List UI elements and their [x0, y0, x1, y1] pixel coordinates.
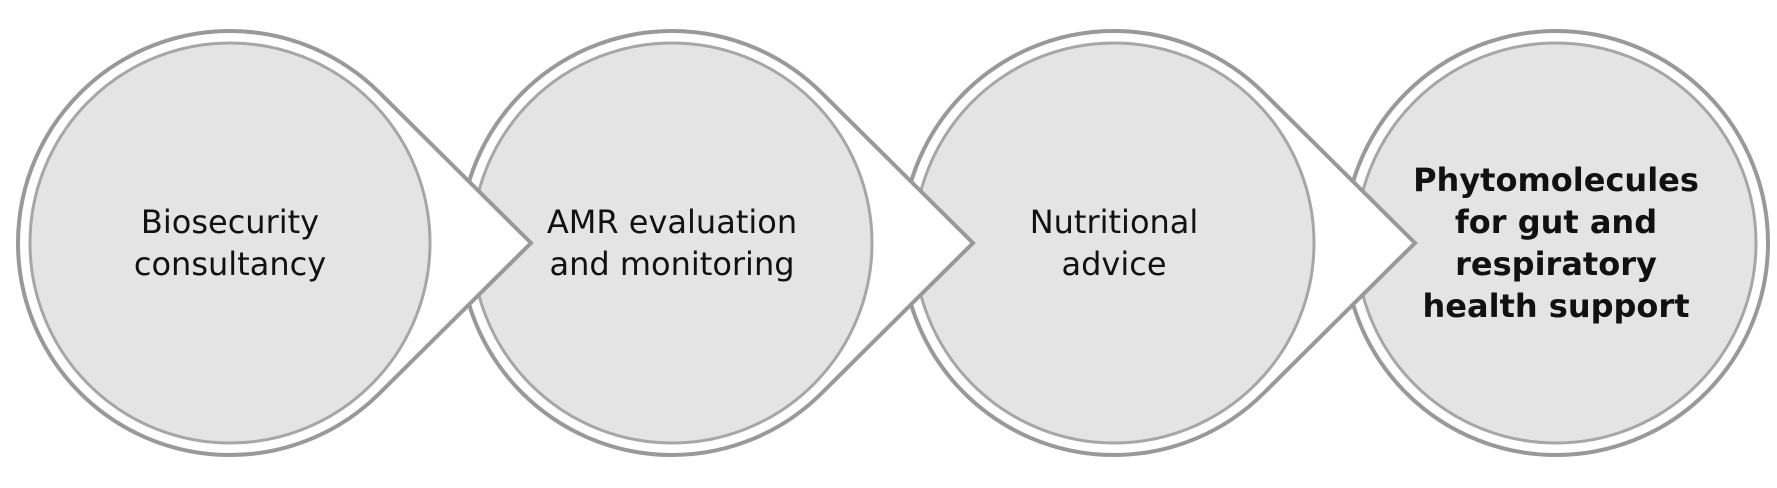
step-shape [1342, 29, 1770, 457]
step-line: Phytomolecules [1413, 161, 1699, 199]
step-shape [900, 29, 1418, 457]
step-line: AMR evaluation [546, 203, 798, 241]
step-line: for gut and [1454, 203, 1658, 241]
step-line: respiratory [1455, 245, 1657, 283]
step-line: Biosecurity [140, 203, 320, 241]
step-label-amr: AMR evaluation and monitoring [522, 123, 822, 363]
step-line: consultancy [133, 245, 327, 283]
step-shape [16, 29, 534, 457]
step-line: advice [1061, 245, 1167, 283]
step-line: Nutritional [1029, 203, 1199, 241]
step-label-nutritional: Nutritional advice [964, 123, 1264, 363]
step-label-biosecurity: Biosecurity consultancy [80, 123, 380, 363]
step-inner-circle [28, 41, 432, 445]
step-label-phytomolecules: Phytomolecules for gut and respiratory h… [1406, 123, 1706, 363]
step-line: and monitoring [549, 245, 795, 283]
step-line: health support [1422, 287, 1690, 325]
